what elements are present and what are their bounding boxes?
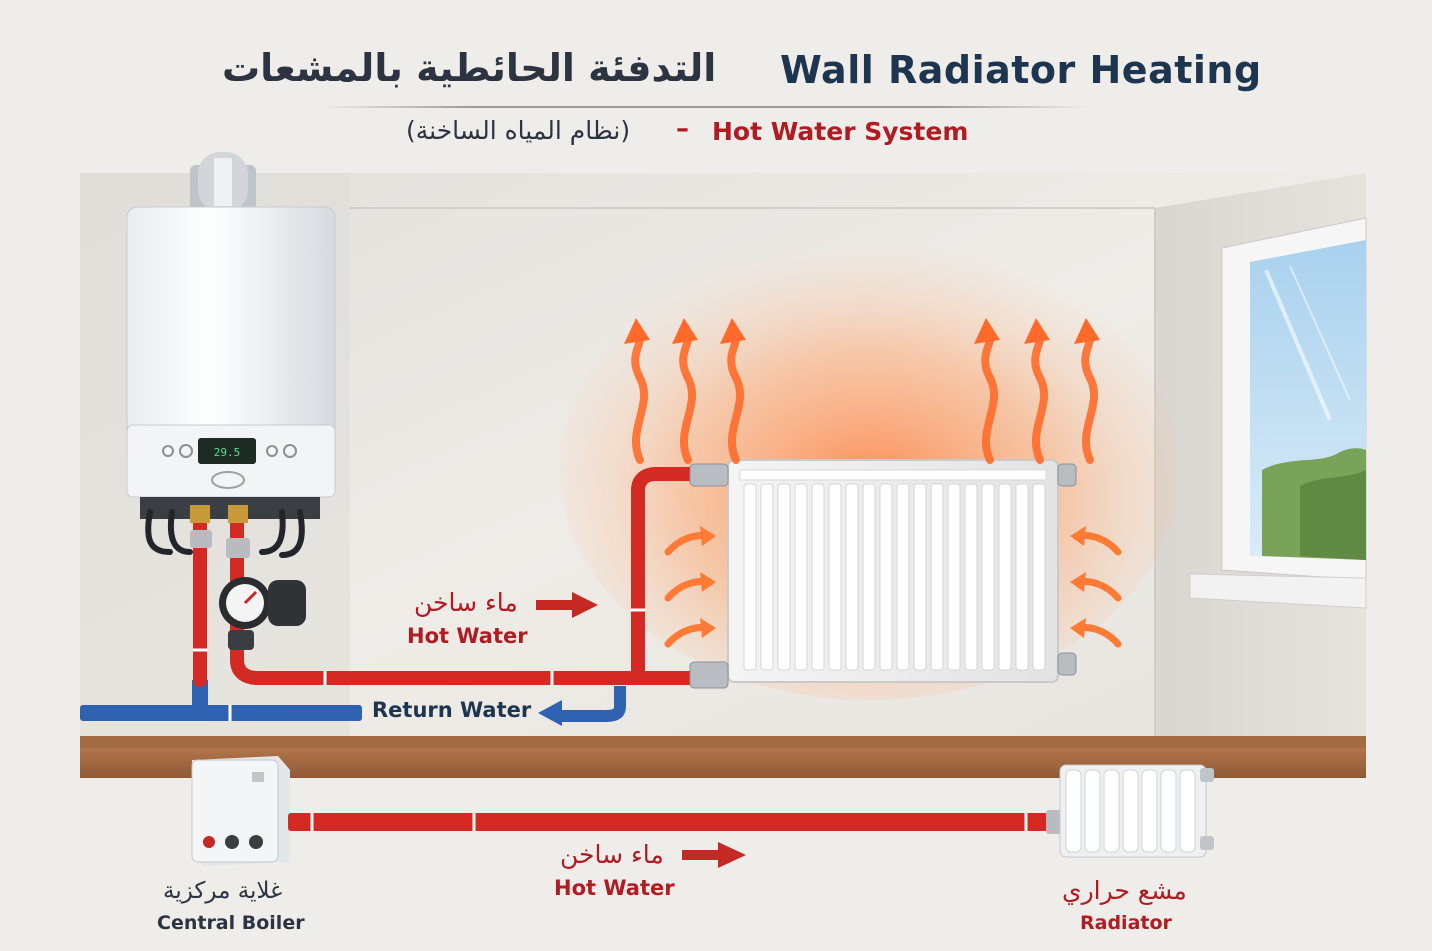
radiator-fin bbox=[981, 483, 995, 671]
heat-wave-icon bbox=[624, 318, 1100, 464]
schematic-radiator-fin bbox=[1160, 769, 1177, 853]
side-heat-arrowhead-left bbox=[700, 572, 716, 592]
skirting-board bbox=[80, 736, 1366, 748]
radiator-fin bbox=[998, 483, 1012, 671]
schematic-arrow-right-icon bbox=[682, 842, 746, 868]
schematic-hot-water-label-en: Hot Water bbox=[554, 876, 675, 900]
title-english: Wall Radiator Heating bbox=[780, 48, 1262, 92]
heat-wave-arrowhead bbox=[624, 318, 650, 344]
radiator-fins bbox=[743, 483, 1046, 671]
arrow-left-icon bbox=[538, 686, 625, 726]
radiator-fin bbox=[862, 483, 876, 671]
wall-boiler-icon bbox=[126, 206, 336, 519]
hot-water-label-en: Hot Water bbox=[407, 624, 528, 648]
pump-icon bbox=[219, 577, 306, 650]
radiator-fin bbox=[947, 483, 961, 671]
radiator-fin bbox=[896, 483, 910, 671]
radiator-label-en: Radiator bbox=[1080, 912, 1172, 934]
schematic-hot-pipe bbox=[288, 810, 1062, 834]
radiator-fin bbox=[743, 483, 757, 671]
subtitle-english: Hot Water System bbox=[712, 117, 969, 146]
schematic-hot-water-label-ar: ماء ساخن bbox=[560, 840, 664, 869]
side-heat-arrows bbox=[664, 526, 1122, 648]
side-heat-arrowhead-right bbox=[1070, 526, 1086, 546]
side-heat-arrowhead-right bbox=[1070, 572, 1086, 592]
central-boiler-label-ar: غلاية مركزية bbox=[163, 878, 283, 904]
heat-wave-arrowhead bbox=[974, 318, 1000, 344]
arrow-right-icon bbox=[536, 592, 598, 618]
side-heat-arrowhead-left bbox=[700, 526, 716, 546]
schematic-radiator-fin bbox=[1122, 769, 1139, 853]
title-arabic: التدفئة الحائطية بالمشعات bbox=[222, 46, 717, 90]
schematic-radiator-icon bbox=[1059, 764, 1214, 858]
subtitle-arabic: (نظام المياه الساخنة) bbox=[406, 116, 631, 145]
radiator-fin bbox=[1015, 483, 1029, 671]
hot-water-label-ar: ماء ساخن bbox=[414, 588, 518, 617]
heat-wave-arrowhead bbox=[720, 318, 746, 344]
radiator-fin bbox=[913, 483, 927, 671]
window-icon bbox=[1189, 217, 1367, 609]
radiator-fin bbox=[964, 483, 978, 671]
radiator-fin bbox=[777, 483, 791, 671]
radiator-fin bbox=[845, 483, 859, 671]
schematic-radiator-fin bbox=[1065, 769, 1082, 853]
schematic-radiator-fin bbox=[1141, 769, 1158, 853]
radiator-fin bbox=[879, 483, 893, 671]
radiator-fin bbox=[1032, 483, 1046, 671]
radiator-fin bbox=[794, 483, 808, 671]
heat-wave-arrowhead bbox=[672, 318, 698, 344]
side-heat-arrowhead-left bbox=[700, 618, 716, 638]
radiator-fin bbox=[760, 483, 774, 671]
heat-wave-arrowhead bbox=[1024, 318, 1050, 344]
title-divider bbox=[320, 106, 1090, 108]
boiler-icon bbox=[191, 756, 290, 866]
radiator-fin bbox=[930, 483, 944, 671]
return-water-label: Return Water bbox=[372, 698, 532, 722]
subtitle-dash: – bbox=[676, 114, 689, 144]
boiler-display-text: 29.5 bbox=[214, 446, 241, 459]
radiator-fin bbox=[828, 483, 842, 671]
heat-wave-arrowhead bbox=[1074, 318, 1100, 344]
schematic-radiator-fin bbox=[1179, 769, 1196, 853]
return-pipe bbox=[80, 680, 626, 722]
schematic-radiator-fin bbox=[1103, 769, 1120, 853]
side-heat-arrowhead-right bbox=[1070, 618, 1086, 638]
radiator-fin bbox=[811, 483, 825, 671]
central-boiler-label-en: Central Boiler bbox=[157, 912, 305, 934]
schematic-radiator-fin bbox=[1084, 769, 1101, 853]
radiator-label-ar: مشع حراري bbox=[1062, 876, 1187, 905]
